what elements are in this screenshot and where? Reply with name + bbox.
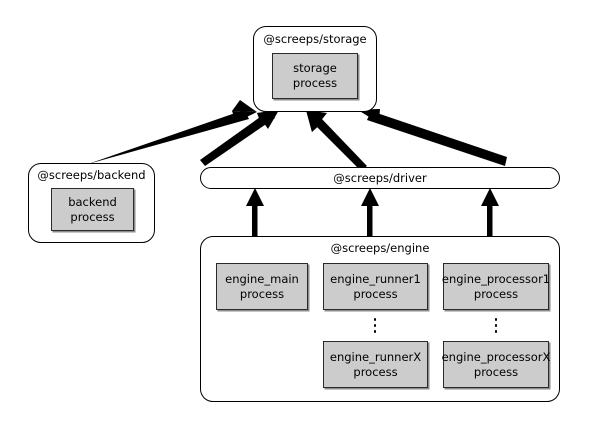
- ellipsis-runner: [372, 318, 378, 333]
- arrow-engine-main-to-driver: [246, 188, 264, 236]
- process-engine-runnerX[interactable]: engine_runnerX process: [323, 341, 428, 388]
- arrow-driver-to-storage-center: [306, 110, 367, 171]
- package-storage[interactable]: @screeps/storage storage process: [253, 26, 377, 112]
- process-engine-runner1-line2: process: [353, 286, 398, 301]
- package-driver-label: @screeps/driver: [333, 171, 427, 185]
- process-backend[interactable]: backend process: [51, 188, 134, 231]
- process-storage-line2: process: [292, 76, 338, 90]
- arrow-driver-to-storage-right: [358, 109, 507, 166]
- process-engine-runnerX-line1: engine_runnerX: [329, 349, 422, 364]
- arrow-engine-runner-to-driver: [361, 188, 379, 236]
- process-engine-runner1-line1: engine_runner1: [330, 271, 421, 286]
- arrow-engine-processor-to-driver: [481, 188, 499, 236]
- process-engine-main-line2: process: [239, 286, 285, 301]
- process-engine-processorX[interactable]: engine_processorX process: [441, 341, 551, 388]
- process-backend-line1: backend: [68, 194, 117, 209]
- process-engine-runnerX-line2: process: [353, 364, 398, 379]
- process-engine-processor1-line1: engine_processor1: [441, 271, 551, 286]
- package-storage-label: @screeps/storage: [263, 32, 367, 46]
- process-storage-line1: storage: [293, 61, 337, 76]
- process-backend-line2: process: [70, 209, 115, 224]
- process-engine-processorX-line1: engine_processorX: [441, 349, 551, 364]
- process-storage[interactable]: storage process: [272, 53, 358, 99]
- ellipsis-processor: [493, 318, 499, 333]
- process-engine-runner1[interactable]: engine_runner1 process: [323, 263, 428, 310]
- package-engine[interactable]: @screeps/engine engine_main process engi…: [200, 236, 560, 402]
- process-engine-processorX-line2: process: [473, 364, 519, 379]
- process-engine-processor1[interactable]: engine_processor1 process: [441, 263, 551, 310]
- package-backend-label: @screeps/backend: [37, 168, 146, 182]
- package-engine-label: @screeps/engine: [330, 241, 430, 255]
- arrow-backend-to-storage: [88, 100, 257, 164]
- process-engine-main-line1: engine_main: [225, 271, 299, 286]
- process-engine-main[interactable]: engine_main process: [216, 263, 308, 310]
- arrow-driver-to-storage-left: [200, 110, 279, 166]
- process-engine-processor1-line2: process: [473, 286, 519, 301]
- package-backend[interactable]: @screeps/backend backend process: [28, 163, 155, 243]
- package-driver[interactable]: @screeps/driver: [200, 167, 560, 189]
